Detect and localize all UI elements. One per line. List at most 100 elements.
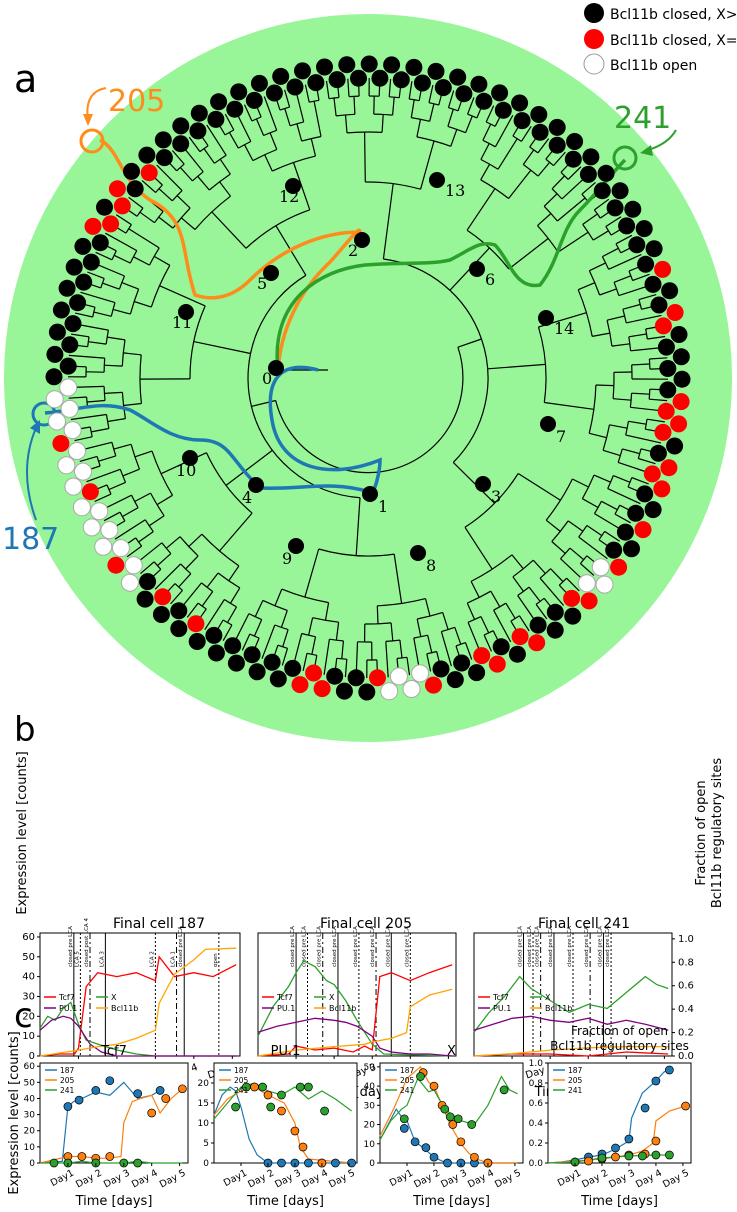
- tree-branch-line: [625, 434, 662, 444]
- tree-branch-line: [253, 619, 263, 637]
- leaf-black: [582, 148, 600, 166]
- tree-branch-line: [615, 234, 633, 245]
- leaf-black: [48, 323, 66, 341]
- leaf-black: [645, 240, 663, 258]
- leaf-black: [210, 93, 228, 111]
- c-marker-205: [250, 1082, 259, 1092]
- leaf-red: [511, 628, 529, 646]
- leaf-white: [402, 680, 421, 698]
- leaf-white: [68, 442, 86, 460]
- c-xtick-label: Day 4: [300, 1168, 330, 1191]
- b-legend-label: Tcf7: [492, 993, 509, 1002]
- tree-branch-line: [157, 553, 172, 567]
- tree-branch-line: [86, 468, 121, 483]
- leaf-black: [628, 236, 646, 254]
- leaf-black: [618, 217, 636, 235]
- c-series-187: [213, 1086, 352, 1164]
- tree-branch-line: [219, 158, 231, 175]
- leaf-black: [405, 58, 423, 76]
- leaf-black: [170, 602, 188, 620]
- tree-branch-line: [626, 314, 662, 324]
- c-marker-187: [133, 1089, 143, 1098]
- c-marker-187: [429, 1152, 439, 1162]
- c-marker-205: [290, 1126, 300, 1136]
- leaf-red: [107, 556, 125, 574]
- b-series-X: [257, 959, 453, 1057]
- tree-branch-line: [466, 188, 496, 231]
- b-title-241: Final cell 241: [538, 916, 630, 932]
- tree-branch-line: [427, 635, 433, 653]
- internal-node: [540, 416, 556, 432]
- node-number-label: 14: [554, 319, 574, 338]
- tree-branch-line: [186, 602, 199, 618]
- c-marker-205: [470, 1152, 479, 1162]
- b-event-label: LCA 2: [149, 951, 155, 967]
- c-ytick-label: 0.2: [529, 1139, 543, 1149]
- tree-branch-line: [406, 657, 411, 676]
- leaf-red: [528, 634, 546, 652]
- tree-branch-line: [388, 78, 392, 97]
- tree-branch-line: [390, 622, 394, 641]
- tree-branch-line: [429, 103, 435, 122]
- c-marker-241: [624, 1151, 634, 1161]
- tree-branch-arc: [560, 547, 571, 560]
- tree-branch-line: [364, 131, 366, 183]
- tree-branch-line: [70, 413, 107, 421]
- tree-branch-line: [638, 457, 656, 465]
- c-series-241: [40, 1160, 183, 1164]
- leaf-black: [316, 58, 333, 76]
- b-legend-label: PU.1: [59, 1004, 77, 1013]
- leaf-red: [113, 197, 131, 215]
- tree-branch-line: [602, 449, 621, 457]
- leaf-red: [643, 465, 661, 483]
- tree-branch-line: [487, 363, 546, 370]
- tree-branch-line: [572, 478, 589, 488]
- c-marker-187: [410, 1137, 420, 1147]
- tree-branch-line: [550, 568, 564, 583]
- b-ytick-label: 10: [22, 1031, 35, 1042]
- tree-branch-line: [631, 363, 650, 366]
- leaf-white: [59, 378, 78, 397]
- b-event-label: closed pre LCA: [178, 926, 184, 967]
- c-xtick-label: Day1: [222, 1168, 249, 1189]
- tree-branch-line: [582, 213, 598, 225]
- tree-branch-line: [104, 364, 123, 367]
- tree-branch-line: [225, 449, 273, 486]
- tree-branch-line: [156, 164, 183, 192]
- tree-branch-line: [537, 161, 551, 177]
- b-legend-label: Tcf7: [276, 993, 293, 1002]
- tree-branch-line: [353, 96, 356, 115]
- highlighted-lineages: [31, 128, 638, 494]
- leaf-black: [383, 56, 401, 74]
- c-ytick-label: 50: [364, 1063, 376, 1073]
- tree-branch-line: [224, 113, 235, 131]
- tree-branch-line: [228, 565, 240, 582]
- leaf-red: [654, 423, 672, 441]
- leaf-black: [492, 638, 510, 656]
- c-xtick-label: Day 3: [102, 1168, 132, 1191]
- c-xtick-label: Day 4: [130, 1168, 160, 1191]
- tree-branch-line: [228, 132, 239, 149]
- c-marker-241: [258, 1082, 267, 1092]
- tree-branch-line: [71, 333, 90, 338]
- tree-branch-line: [128, 228, 160, 249]
- leaf-black: [226, 100, 244, 118]
- c-marker-205: [681, 1101, 690, 1111]
- tree-branch-line: [393, 554, 403, 604]
- leaf-black: [636, 485, 654, 503]
- leaf-black: [136, 590, 154, 608]
- c-marker-241: [499, 1085, 509, 1095]
- tree-branch-line: [263, 96, 278, 131]
- tree-branch-arc: [329, 638, 344, 642]
- leaf-black: [624, 200, 642, 218]
- node-number-label: 12: [279, 187, 299, 206]
- leaf-red: [81, 483, 99, 501]
- tree-branch-line: [133, 256, 150, 266]
- tree-branch-line: [392, 97, 395, 116]
- tree-branch-line: [333, 98, 337, 116]
- b-series-PU.1: [39, 1015, 237, 1057]
- c-xtick-label: Day 5: [493, 1168, 523, 1191]
- tree-branch-line: [323, 639, 330, 675]
- c-marker-187: [399, 1124, 409, 1133]
- b-event-label: closed pre LCA: [302, 926, 308, 967]
